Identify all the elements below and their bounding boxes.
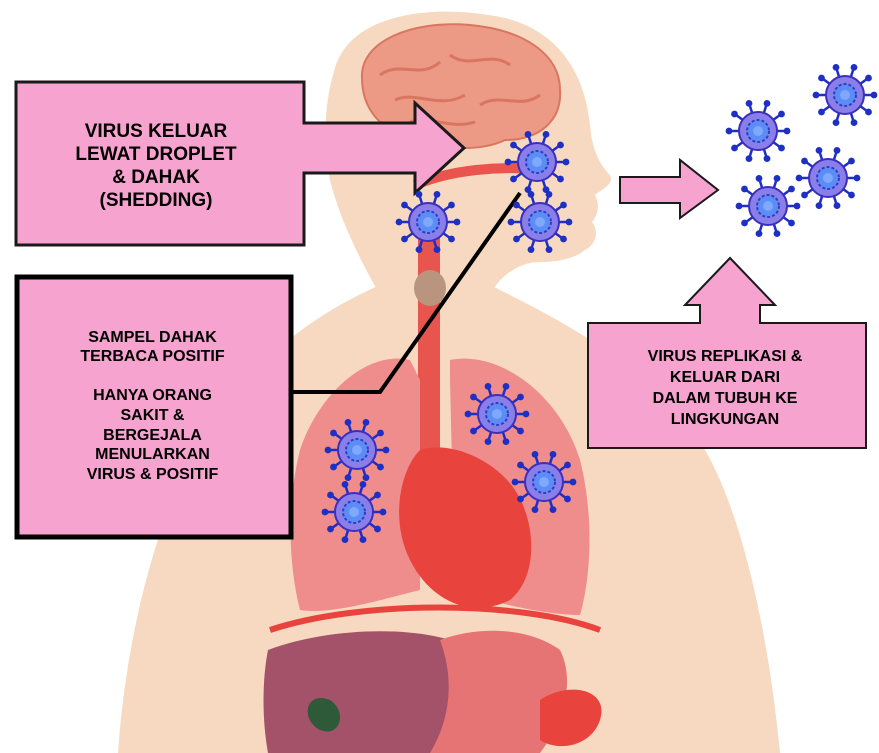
abdominal-organs — [264, 631, 602, 753]
virus-icon — [796, 147, 861, 209]
label-shedding: VIRUS KELUAR LEWAT DROPLET & DAHAK (SHED… — [36, 96, 276, 236]
virus-icon — [726, 100, 791, 162]
label-sample: SAMPEL DAHAK TERBACA POSITIF HANYA ORANG… — [25, 286, 280, 526]
virus-icon — [813, 64, 878, 126]
arrow-right-icon — [620, 160, 718, 218]
virus-icon — [736, 175, 801, 237]
label-replication: VIRUS REPLIKASI & KELUAR DARI DALAM TUBU… — [600, 338, 850, 438]
